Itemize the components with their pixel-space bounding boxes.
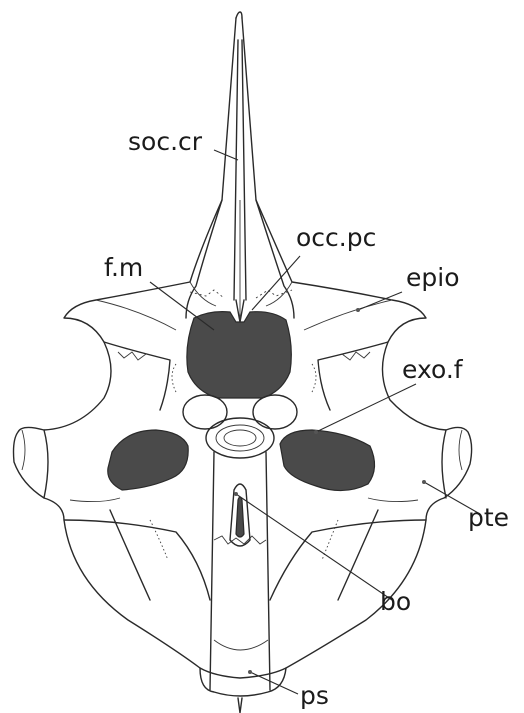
- label-exo-f: exo.f: [402, 355, 464, 384]
- label-epio: epio: [406, 263, 460, 292]
- left-fossa: [108, 430, 188, 490]
- right-fossa: [280, 430, 375, 491]
- label-soc-cr: soc.cr: [128, 127, 203, 156]
- label-f-m: f.m: [104, 253, 143, 282]
- label-pte: pte: [468, 503, 509, 532]
- basioccipital: [210, 452, 270, 690]
- label-bo: bo: [380, 587, 411, 616]
- label-ps: ps: [300, 681, 329, 710]
- foramen-magnum: [187, 312, 291, 398]
- label-occ-pc: occ.pc: [296, 223, 376, 252]
